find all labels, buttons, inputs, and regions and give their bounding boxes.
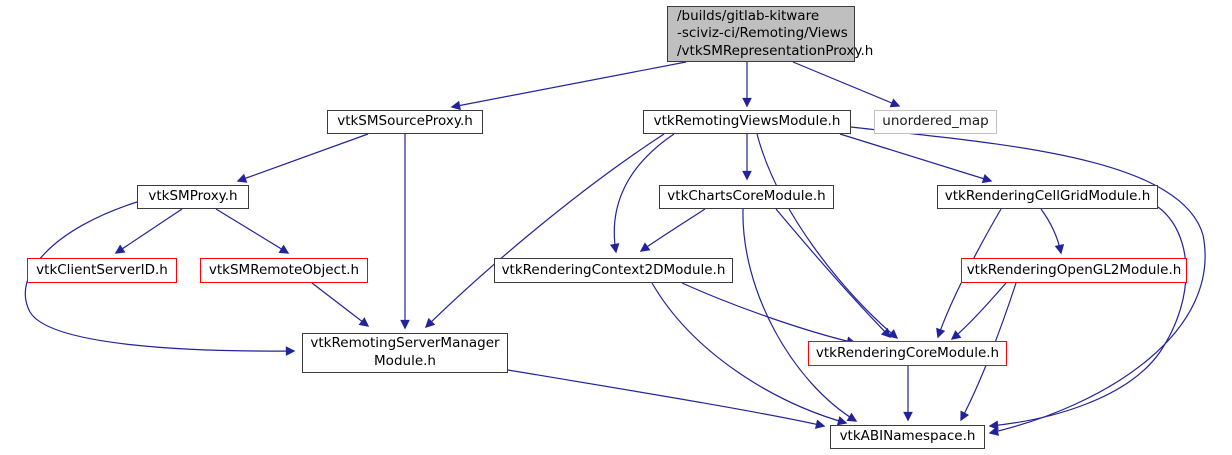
edge-ctx2d-to-core bbox=[681, 282, 857, 346]
edge-cellgrid-to-opengl2 bbox=[1040, 208, 1065, 255]
node-clientserver[interactable]: vtkClientServerID.h bbox=[27, 258, 177, 283]
node-label-root: /builds/gitlab-kitware -sciviz-ci/Remoti… bbox=[677, 7, 874, 59]
node-ctx2d[interactable]: vtkRenderingContext2DModule.h bbox=[494, 258, 733, 283]
edge-ctx2d-to-abi bbox=[651, 282, 848, 426]
node-abi[interactable]: vtkABINamespace.h bbox=[830, 425, 985, 449]
edge-views-to-servermgr bbox=[424, 133, 665, 329]
node-label-ctx2d: vtkRenderingContext2DModule.h bbox=[501, 261, 726, 278]
node-views[interactable]: vtkRemotingViewsModule.h bbox=[643, 110, 851, 134]
edge-smproxy-to-servermgr bbox=[24, 201, 296, 356]
node-core[interactable]: vtkRenderingCoreModule.h bbox=[808, 341, 1007, 366]
node-charts[interactable]: vtkChartsCoreModule.h bbox=[659, 185, 834, 209]
node-unordered: unordered_map bbox=[874, 110, 997, 134]
edge-smproxy-to-clientserver bbox=[114, 208, 183, 254]
node-root: /builds/gitlab-kitware -sciviz-ci/Remoti… bbox=[667, 6, 873, 62]
node-label-smproxy: vtkSMProxy.h bbox=[148, 188, 238, 205]
edge-views-to-core bbox=[756, 133, 899, 339]
edge-cellgrid-to-abi bbox=[988, 206, 1187, 430]
edge-srcproxy-to-smproxy bbox=[236, 133, 369, 183]
node-label-charts: vtkChartsCoreModule.h bbox=[667, 188, 826, 205]
node-label-cellgrid: vtkRenderingCellGridModule.h bbox=[944, 188, 1151, 205]
node-opengl2[interactable]: vtkRenderingOpenGL2Module.h bbox=[961, 258, 1187, 283]
node-label-views: vtkRemotingViewsModule.h bbox=[653, 113, 841, 130]
edge-root-to-srcproxy bbox=[450, 61, 687, 111]
node-remoteobj[interactable]: vtkSMRemoteObject.h bbox=[200, 258, 368, 283]
edge-opengl2-to-core bbox=[950, 282, 1007, 340]
node-smproxy[interactable]: vtkSMProxy.h bbox=[137, 185, 249, 209]
node-label-remoteobj: vtkSMRemoteObject.h bbox=[208, 261, 360, 278]
node-srcproxy[interactable]: vtkSMSourceProxy.h bbox=[327, 110, 483, 134]
edge-views-to-abi bbox=[850, 126, 1206, 436]
node-label-servermgr: vtkRemotingServerManager Module.h bbox=[310, 335, 500, 369]
edge-views-to-ctx2d bbox=[609, 133, 675, 254]
edge-remoteobj-to-servermgr bbox=[311, 282, 370, 327]
edge-charts-to-abi bbox=[742, 208, 858, 422]
edge-root-to-unordered bbox=[792, 61, 901, 108]
node-label-unordered: unordered_map bbox=[882, 113, 989, 130]
edge-charts-to-core bbox=[775, 208, 892, 339]
node-cellgrid[interactable]: vtkRenderingCellGridModule.h bbox=[937, 185, 1158, 209]
edge-views-to-cellgrid bbox=[839, 133, 993, 184]
edge-servermgr-to-abi bbox=[507, 369, 826, 429]
node-label-clientserver: vtkClientServerID.h bbox=[36, 261, 168, 278]
node-label-opengl2: vtkRenderingOpenGL2Module.h bbox=[966, 261, 1182, 278]
node-servermgr[interactable]: vtkRemotingServerManager Module.h bbox=[302, 333, 508, 373]
node-label-srcproxy: vtkSMSourceProxy.h bbox=[337, 113, 473, 130]
edge-charts-to-ctx2d bbox=[639, 208, 706, 252]
node-label-core: vtkRenderingCoreModule.h bbox=[815, 344, 1000, 361]
node-label-abi: vtkABINamespace.h bbox=[839, 428, 976, 445]
edge-smproxy-to-remoteobj bbox=[215, 208, 290, 254]
